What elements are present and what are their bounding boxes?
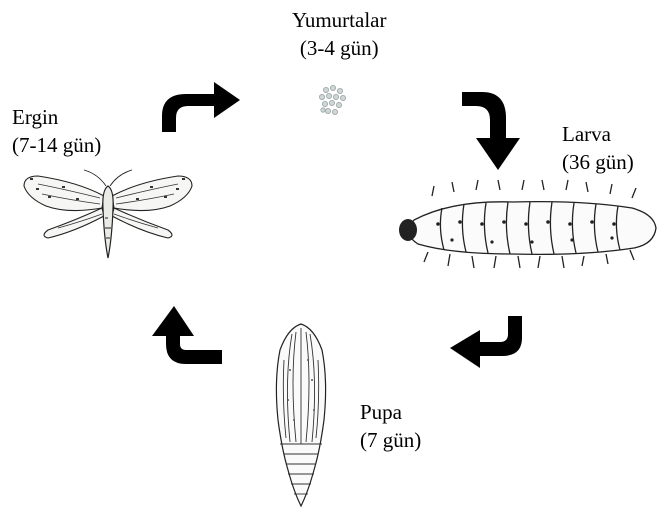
adult-label: Ergin (7-14 gün) <box>12 103 101 159</box>
eggs-label: Yumurtalar (3-4 gün) <box>292 6 386 62</box>
arrow-adult-to-eggs-icon <box>156 80 246 140</box>
arrow-eggs-to-larva-icon <box>460 86 530 176</box>
larva-illustration <box>392 178 662 273</box>
adult-name: Ergin <box>12 103 101 131</box>
eggs-illustration <box>312 82 352 122</box>
larva-label: Larva (36 gün) <box>562 120 634 176</box>
larva-duration: (36 gün) <box>562 148 634 176</box>
adult-moth-illustration <box>18 168 198 268</box>
pupa-name: Pupa <box>360 398 421 426</box>
arrow-pupa-to-adult-icon <box>146 300 226 370</box>
larva-name: Larva <box>562 120 634 148</box>
pupa-illustration <box>266 320 336 510</box>
pupa-duration: (7 gün) <box>360 426 421 454</box>
arrow-larva-to-pupa-icon <box>446 312 526 372</box>
eggs-duration: (3-4 gün) <box>292 34 386 62</box>
eggs-name: Yumurtalar <box>292 6 386 34</box>
adult-duration: (7-14 gün) <box>12 131 101 159</box>
pupa-label: Pupa (7 gün) <box>360 398 421 454</box>
